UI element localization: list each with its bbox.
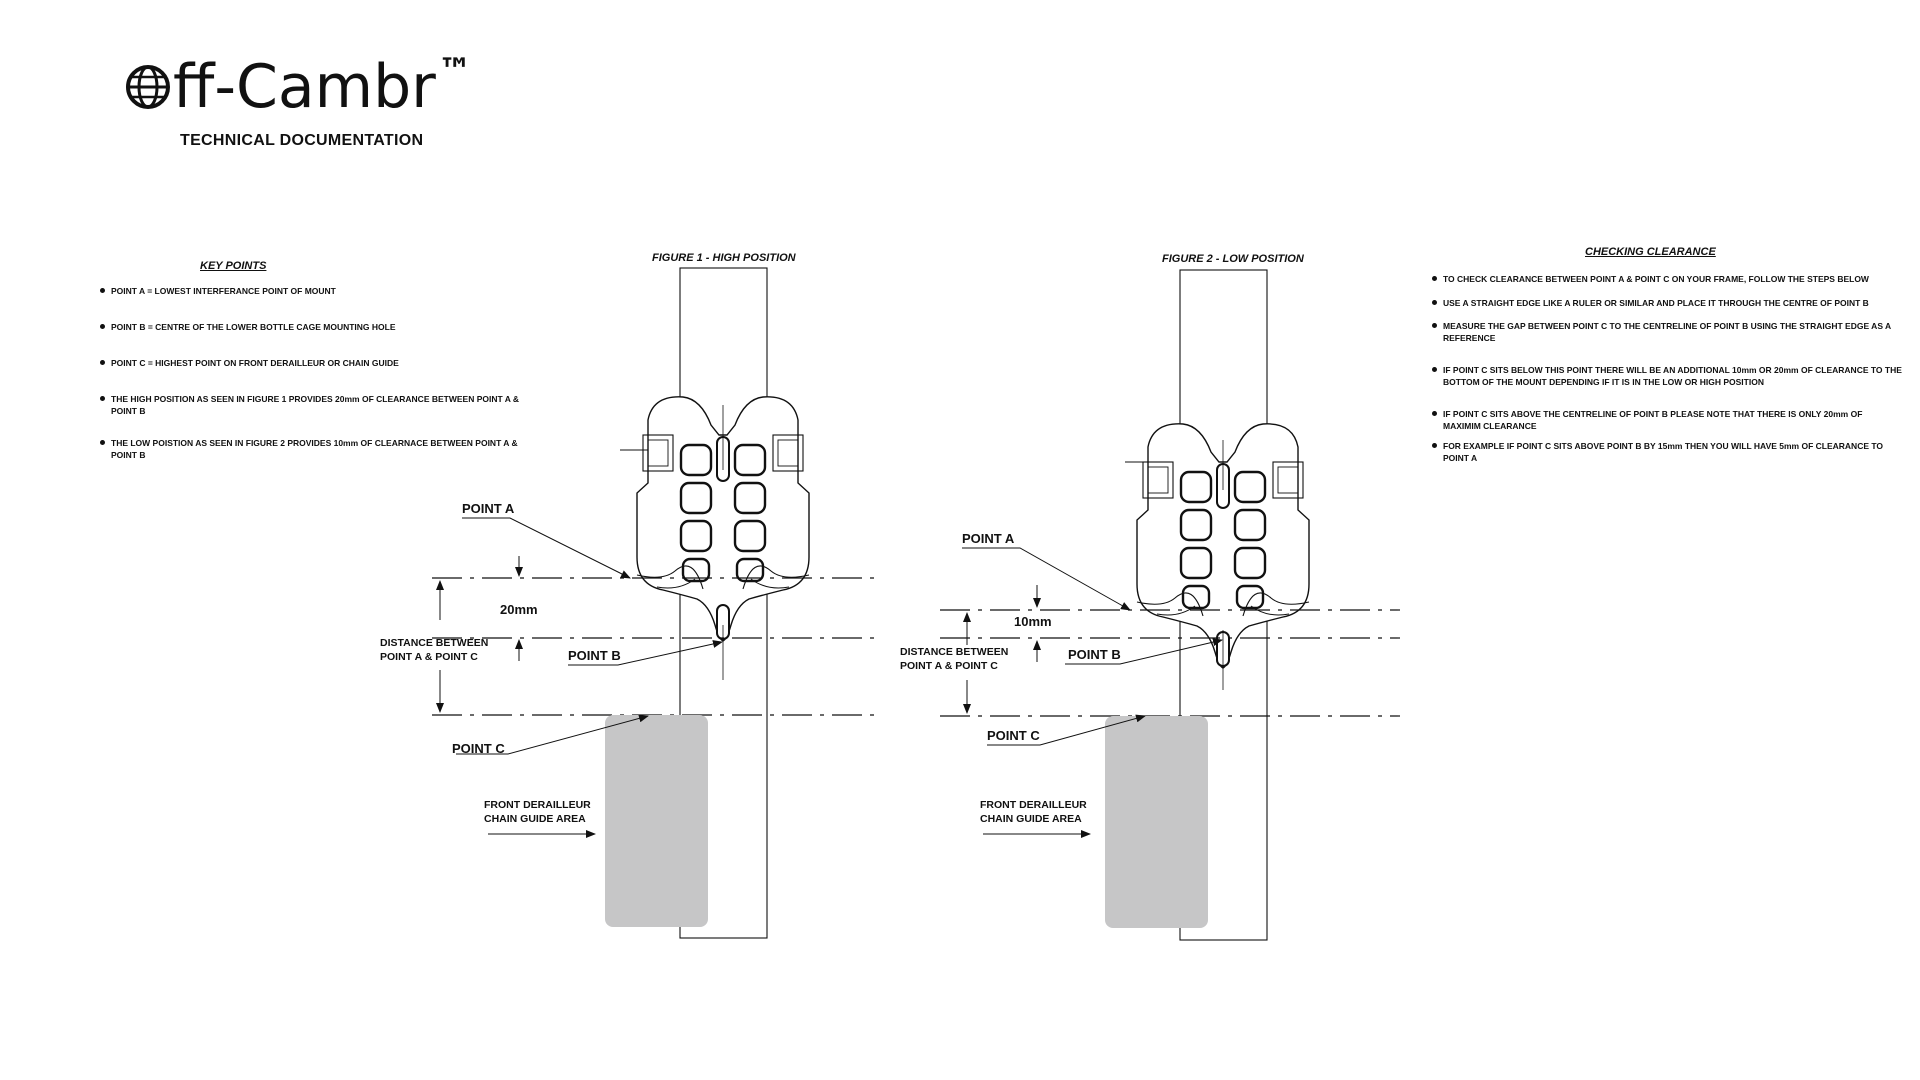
figure1-point-c-label: POINT C [452, 741, 505, 756]
figure2-area-label: FRONT DERAILLEUR CHAIN GUIDE AREA [980, 799, 1087, 825]
list-item: FOR EXAMPLE IF POINT C SITS ABOVE POINT … [1432, 440, 1902, 464]
list-item: TO CHECK CLEARANCE BETWEEN POINT A & POI… [1432, 273, 1902, 285]
page-subtitle: TECHNICAL DOCUMENTATION [180, 132, 424, 149]
figure1-point-b-label: POINT B [568, 648, 621, 663]
list-item: IF POINT C SITS BELOW THIS POINT THERE W… [1432, 364, 1902, 388]
globe-icon [126, 65, 170, 109]
trademark: ™ [437, 51, 472, 91]
key-points-heading: KEY POINTS [200, 260, 267, 272]
figure1-point-a-label: POINT A [462, 501, 515, 516]
checking-clearance-heading: CHECKING CLEARANCE [1585, 246, 1716, 258]
checking-clearance-list: TO CHECK CLEARANCE BETWEEN POINT A & POI… [1432, 273, 1902, 464]
figure2-point-a-label: POINT A [962, 531, 1015, 546]
figure2-point-b-label: POINT B [1068, 647, 1121, 662]
figure1-drawing [432, 267, 880, 939]
list-item: THE LOW POISTION AS SEEN IN FIGURE 2 PRO… [100, 437, 520, 461]
key-points-list: POINT A = LOWEST INTERFERANCE POINT OF M… [100, 285, 520, 461]
figure2-point-c-label: POINT C [987, 728, 1040, 743]
list-item: THE HIGH POSITION AS SEEN IN FIGURE 1 PR… [100, 393, 520, 417]
figure1-area-label: FRONT DERAILLEUR CHAIN GUIDE AREA [484, 799, 591, 825]
figure2-title: FIGURE 2 - LOW POSITION [1162, 253, 1304, 265]
list-item: POINT A = LOWEST INTERFERANCE POINT OF M… [100, 285, 520, 297]
list-item: POINT B = CENTRE OF THE LOWER BOTTLE CAG… [100, 321, 520, 333]
figure1-title: FIGURE 1 - HIGH POSITION [652, 252, 796, 264]
figure2-dimension: 10mm [1014, 614, 1052, 629]
list-item: POINT C = HIGHEST POINT ON FRONT DERAILL… [100, 357, 520, 369]
list-item: IF POINT C SITS ABOVE THE CENTRELINE OF … [1432, 408, 1902, 432]
figure2-distance-label: DISTANCE BETWEEN POINT A & POINT C [900, 646, 1009, 672]
chain-guide-area [1105, 716, 1208, 928]
figure1-distance-label: DISTANCE BETWEEN POINT A & POINT C [380, 637, 489, 663]
list-item: USE A STRAIGHT EDGE LIKE A RULER OR SIMI… [1432, 297, 1902, 309]
chain-guide-area [605, 715, 708, 927]
figure1-dimension: 20mm [500, 602, 538, 617]
brand-name: ff-Cambr [173, 52, 436, 122]
figure2-drawing [940, 269, 1400, 941]
list-item: MEASURE THE GAP BETWEEN POINT C TO THE C… [1432, 320, 1902, 344]
